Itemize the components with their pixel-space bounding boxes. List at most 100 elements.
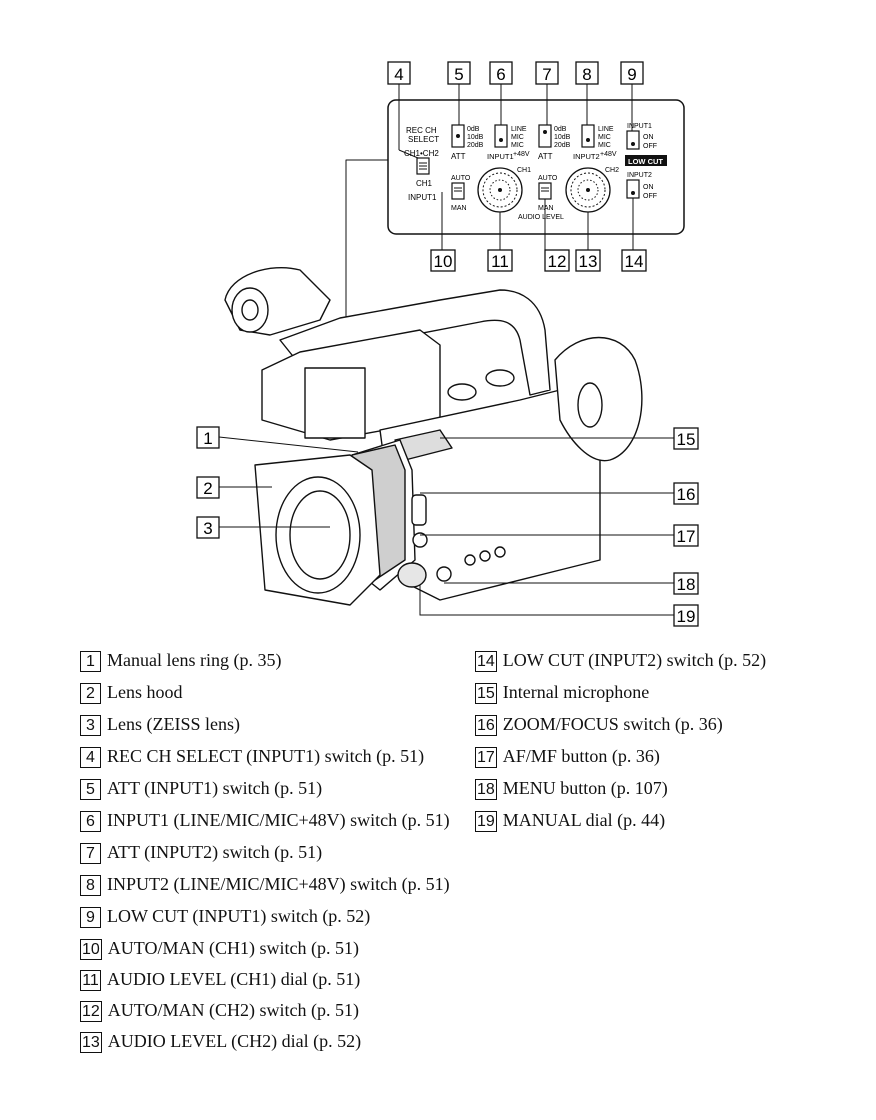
legend-text: AUTO/MAN (CH1) switch (p. 51)	[107, 938, 359, 958]
ch1-label: CH1	[416, 179, 433, 188]
lowcut1-on: ON	[643, 134, 654, 141]
legend-number: 4	[80, 747, 101, 768]
legend-number: 11	[80, 970, 101, 991]
callout-14: 14	[625, 252, 644, 271]
legend-number: 2	[80, 683, 101, 704]
lowcut2-switch	[626, 179, 640, 199]
att2-0db: 0dB	[554, 126, 567, 133]
callout-12: 12	[548, 252, 567, 271]
callout-5: 5	[454, 65, 463, 84]
callout-16: 16	[677, 485, 696, 504]
legend-number: 14	[475, 651, 497, 672]
att2-label: ATT	[538, 152, 553, 161]
input2-48v-label: +48V	[600, 151, 617, 158]
callouts-top	[387, 61, 644, 85]
legend-text: ZOOM/FOCUS switch (p. 36)	[502, 714, 723, 734]
callout-2: 2	[203, 479, 212, 498]
input2-mic: MIC	[598, 134, 611, 141]
input2-mode-label: INPUT2	[573, 152, 600, 161]
legend-text: Manual lens ring (p. 35)	[107, 650, 282, 670]
callout-9: 9	[627, 65, 636, 84]
input1-mode-label: INPUT1	[487, 152, 514, 161]
legend-text: INPUT1 (LINE/MIC/MIC+48V) switch (p. 51)	[107, 810, 450, 830]
automan2-man: MAN	[538, 205, 554, 212]
legend-number: 15	[475, 683, 497, 704]
lowcut2-on: ON	[643, 184, 654, 191]
input2-mic48: MIC	[598, 142, 611, 149]
att1-20db: 20dB	[467, 142, 484, 149]
att1-label: ATT	[451, 152, 466, 161]
legend-text: ATT (INPUT1) switch (p. 51)	[107, 778, 323, 798]
legend-item: 8 INPUT2 (LINE/MIC/MIC+48V) switch (p. 51…	[80, 874, 450, 896]
automan2-auto: AUTO	[538, 175, 558, 182]
callout-6: 6	[496, 65, 505, 84]
lowcut-input1-label: INPUT1	[627, 123, 652, 130]
automan1-auto: AUTO	[451, 175, 471, 182]
legend-number: 10	[80, 939, 102, 960]
low-cut-banner: LOW CUT	[628, 157, 663, 166]
legend-text: AUDIO LEVEL (CH2) dial (p. 52)	[107, 1031, 362, 1051]
callout-1: 1	[203, 429, 212, 448]
callout-18: 18	[677, 575, 696, 594]
legend-number: 17	[475, 747, 497, 768]
legend-text: AUDIO LEVEL (CH1) dial (p. 51)	[107, 969, 361, 989]
legend-text: MANUAL dial (p. 44)	[502, 810, 666, 830]
att2-switch	[538, 124, 552, 148]
callout-3: 3	[203, 519, 212, 538]
legend-text: ATT (INPUT2) switch (p. 51)	[107, 842, 323, 862]
input1-mic48: MIC	[511, 142, 524, 149]
legend-number: 18	[475, 779, 497, 800]
audio-level-dial-ch2	[565, 167, 611, 213]
legend-text: AUTO/MAN (CH2) switch (p. 51)	[107, 1000, 359, 1020]
legend-item: 11 AUDIO LEVEL (CH1) dial (p. 51)	[80, 969, 450, 991]
input1-mode-switch	[494, 124, 508, 148]
legend-number: 19	[475, 811, 497, 832]
legend-number: 8	[80, 875, 101, 896]
input1-line: LINE	[511, 126, 527, 133]
callout-17: 17	[677, 527, 696, 546]
legend-number: 12	[80, 1001, 102, 1022]
att2-10db: 10dB	[554, 134, 571, 141]
legend-text: LOW CUT (INPUT1) switch (p. 52)	[107, 906, 371, 926]
lowcut1-off: OFF	[643, 143, 657, 150]
callout-8: 8	[582, 65, 591, 84]
input1-48v-label: +48V	[513, 151, 530, 158]
audio-panel-detail: REC CH SELECT CH1•CH2 CH1 INPUT1 0dB 10d…	[387, 84, 685, 250]
att2-20db: 20dB	[554, 142, 571, 149]
callout-7: 7	[542, 65, 551, 84]
legend-text: Lens hood	[107, 682, 183, 702]
input1-mic: MIC	[511, 134, 524, 141]
legend-text: Internal microphone	[502, 682, 650, 702]
callout-10: 10	[434, 252, 453, 271]
input2-line: LINE	[598, 126, 614, 133]
legend-number: 5	[80, 779, 101, 800]
ch1-ch2-label: CH1•CH2	[404, 149, 439, 158]
legend-number: 6	[80, 811, 101, 832]
legend-text: INPUT2 (LINE/MIC/MIC+48V) switch (p. 51)	[107, 874, 450, 894]
legend-number: 9	[80, 907, 101, 928]
input2-mode-switch	[581, 124, 595, 148]
input1-rec-label: INPUT1	[408, 193, 437, 202]
camcorder-illustration	[224, 159, 643, 606]
automan1-man: MAN	[451, 205, 467, 212]
legend-text: MENU button (p. 107)	[502, 778, 668, 798]
legend-number: 16	[475, 715, 497, 736]
legend-item: 9 LOW CUT (INPUT1) switch (p. 52)	[80, 906, 450, 928]
lowcut1-switch	[626, 130, 640, 150]
rec-ch-select-label-2: SELECT	[408, 135, 439, 144]
callout-15: 15	[677, 430, 696, 449]
callout-19: 19	[677, 607, 696, 626]
dial-ch2-label: CH2	[605, 167, 619, 174]
legend-item: 5 ATT (INPUT1) switch (p. 51)	[80, 778, 450, 800]
